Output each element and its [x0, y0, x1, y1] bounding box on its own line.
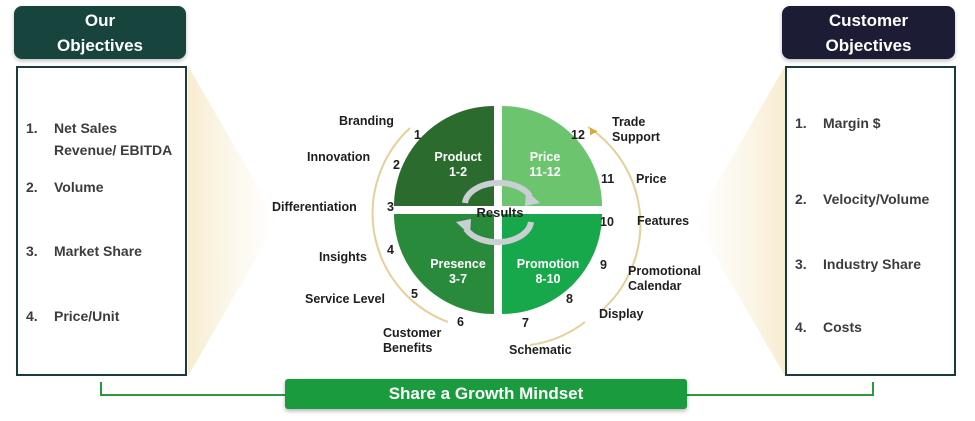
label-line: Support — [612, 130, 660, 144]
item-number: 4. — [26, 308, 38, 324]
customer-objectives-title-line1: Customer — [828, 10, 909, 30]
our-objectives-header: Our Objectives — [14, 6, 186, 59]
our-objectives-title-line1: Our — [84, 10, 116, 30]
bracket-right-line — [686, 394, 874, 396]
price-quadrant — [502, 106, 602, 206]
quadrant-name: Price — [529, 150, 561, 164]
customer-objective-item: 1. Margin $ — [795, 112, 881, 134]
quadrant-name: Promotion — [516, 257, 580, 271]
step-label-innovation: Innovation — [307, 150, 371, 164]
item-label: Net Sales — [54, 120, 118, 136]
customer-objective-item: 3. Industry Share — [795, 253, 921, 275]
label-line: Promotional — [628, 264, 701, 278]
product-label: Product 1-2 — [413, 150, 503, 180]
growth-mindset-banner: Share a Growth Mindset — [285, 379, 687, 409]
quadrant-range: 3-7 — [448, 272, 468, 286]
product-quadrant — [394, 106, 494, 206]
our-objectives-title-line2: Objectives — [57, 35, 143, 55]
item-number: 2. — [26, 179, 38, 195]
presence-label: Presence 3-7 — [413, 257, 503, 287]
item-label: Industry Share — [823, 256, 922, 272]
quadrant-range: 8-10 — [535, 272, 561, 286]
our-objective-item: 1. Net Sales Revenue/ EBITDA — [26, 117, 172, 161]
quadrant-range: 1-2 — [448, 165, 468, 179]
step-number: 7 — [522, 316, 529, 330]
promotion-label: Promotion 8-10 — [503, 257, 593, 287]
step-label-schematic: Schematic — [509, 343, 572, 357]
step-number: 5 — [411, 287, 418, 301]
item-number: 2. — [795, 191, 807, 207]
item-label: Costs — [823, 319, 862, 335]
quadrant-name: Presence — [430, 257, 486, 271]
item-number: 1. — [26, 120, 38, 136]
step-label-insights: Insights — [319, 250, 367, 264]
step-number: 10 — [600, 215, 614, 229]
presence-quadrant — [394, 214, 494, 314]
bracket-right-tick — [872, 382, 874, 396]
item-label: Velocity/Volume — [823, 191, 930, 207]
step-label-branding: Branding — [339, 114, 394, 128]
step-number: 2 — [393, 158, 400, 172]
step-label-trade-support: Trade Support — [612, 115, 660, 145]
label-line: Calendar — [628, 279, 682, 293]
customer-objectives-title-line2: Objectives — [825, 35, 912, 55]
step-number: 1 — [414, 128, 421, 142]
promotion-quadrant — [502, 214, 602, 314]
item-number: 4. — [795, 319, 807, 335]
step-number: 3 — [387, 200, 394, 214]
price-label: Price 11-12 — [500, 150, 590, 180]
step-label-service-level: Service Level — [305, 292, 385, 306]
arc-arrow-icon: ▶ — [590, 126, 598, 137]
step-number: 8 — [566, 292, 573, 306]
step-number: 6 — [457, 315, 464, 329]
step-label-features: Features — [637, 214, 690, 228]
item-number: 3. — [26, 243, 38, 259]
our-objective-item: 2. Volume — [26, 176, 104, 198]
label-line: Customer — [383, 326, 442, 340]
bracket-left-tick — [100, 382, 102, 396]
quadrant-name: Product — [434, 150, 482, 164]
our-objective-item: 4. Price/Unit — [26, 305, 119, 327]
right-glow — [695, 66, 785, 376]
step-number: 11 — [601, 172, 615, 186]
customer-objective-item: 4. Costs — [795, 316, 862, 338]
step-number: 9 — [600, 258, 607, 272]
item-label: Price/Unit — [54, 308, 120, 324]
left-arc — [371, 127, 449, 323]
customer-objectives-panel — [785, 66, 956, 376]
results-label: Results — [476, 205, 524, 220]
label-line: Trade — [612, 115, 646, 129]
item-number: 3. — [795, 256, 807, 272]
cycle-arrows-icon — [456, 179, 540, 246]
step-label-price: Price — [636, 172, 667, 186]
step-label-differentiation: Differentiation — [272, 200, 357, 214]
label-line: Benefits — [383, 341, 433, 355]
bottom-arc — [529, 321, 586, 346]
customer-objectives-header: Customer Objectives — [782, 6, 955, 59]
step-label-display: Display — [599, 307, 644, 321]
step-number: 4 — [387, 243, 394, 257]
quadrant-range: 11-12 — [529, 165, 561, 179]
bracket-left-line — [100, 394, 286, 396]
step-number: 12 — [571, 128, 585, 142]
item-number: 1. — [795, 115, 807, 131]
customer-objective-item: 2. Velocity/Volume — [795, 188, 929, 210]
item-label: Margin $ — [823, 115, 881, 131]
left-glow — [188, 66, 278, 376]
item-label: Revenue/ EBITDA — [54, 142, 173, 158]
step-label-customer-benefits: Customer Benefits — [383, 326, 441, 356]
step-label-promotional-calendar: Promotional Calendar — [628, 264, 701, 294]
item-label: Volume — [54, 179, 104, 195]
our-objectives-panel — [16, 66, 187, 376]
right-arc — [587, 126, 642, 313]
item-label: Market Share — [54, 243, 142, 259]
our-objective-item: 3. Market Share — [26, 240, 142, 262]
